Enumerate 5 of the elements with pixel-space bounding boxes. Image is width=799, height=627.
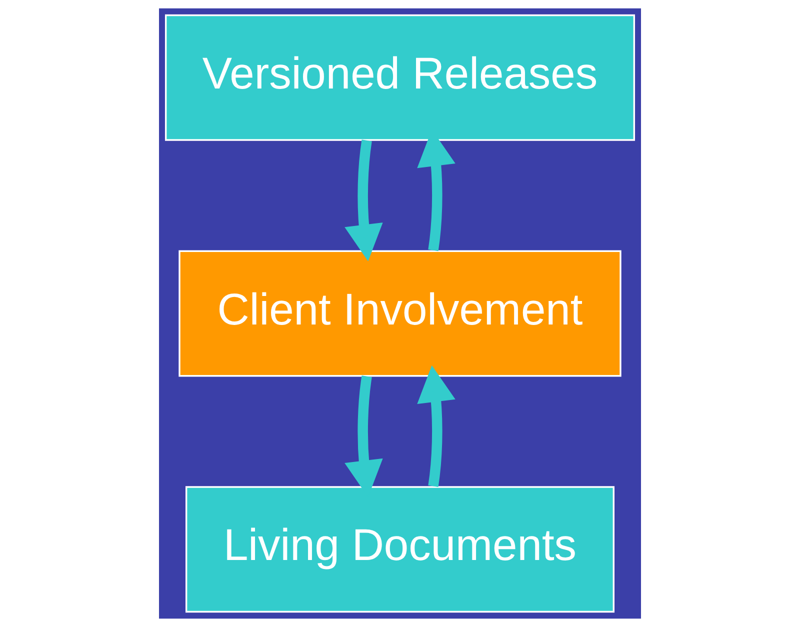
node-box: Living Documents [185,486,614,613]
node-box: Client Involvement [178,250,621,377]
arrow [344,140,382,262]
node-box: Versioned Releases [164,14,635,141]
arrow [416,365,455,487]
